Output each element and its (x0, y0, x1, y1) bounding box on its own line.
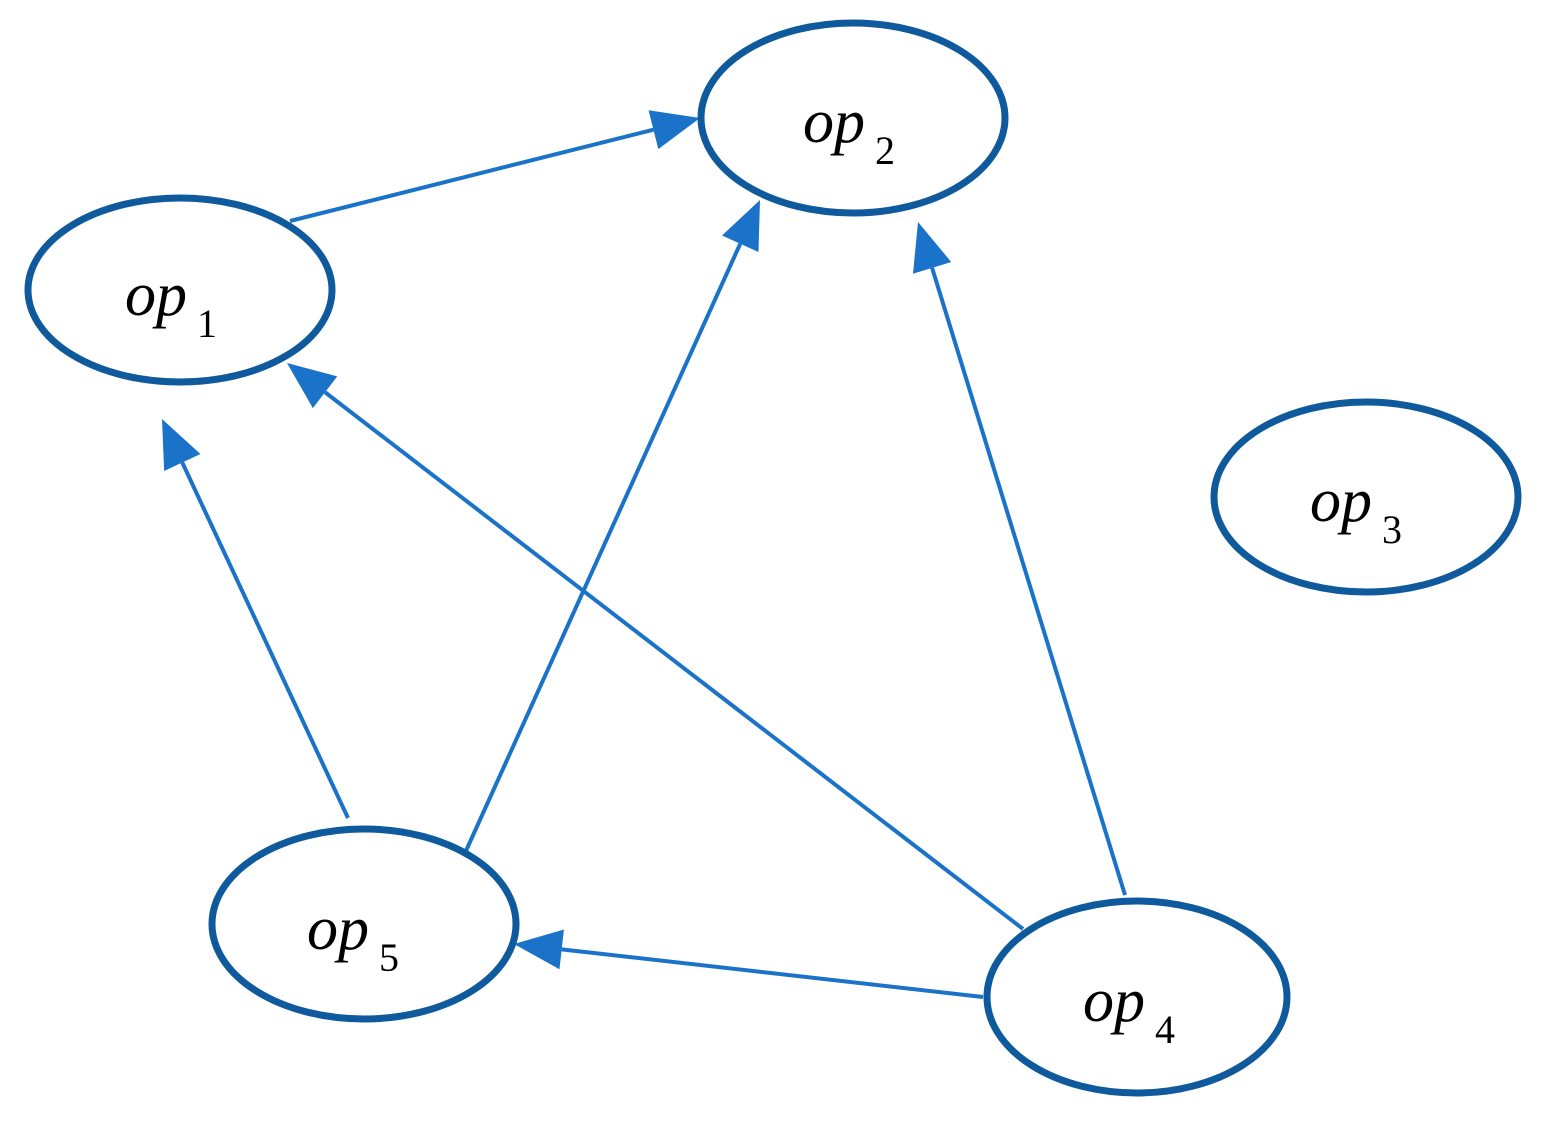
edge-op5-to-op1 (180, 461, 350, 819)
edge-op4-to-op1 (323, 390, 1025, 931)
edge-op5-to-op2 (463, 242, 743, 854)
node-op3-ellipse (1210, 398, 1522, 596)
node-op4-ellipse (983, 897, 1291, 1097)
arrowhead-op4-to-op5 (514, 929, 564, 970)
arrowhead-op4-to-op1 (287, 363, 338, 409)
edge-op4-to-op2 (930, 267, 1127, 896)
edge-op4-to-op5 (561, 947, 984, 999)
node-op5-ellipse (208, 825, 520, 1023)
edge-op1-to-op2 (289, 127, 654, 223)
node-op2-ellipse (697, 19, 1009, 217)
edges (162, 110, 1127, 999)
arrowhead-op5-to-op1 (162, 419, 201, 471)
arrowhead-op1-to-op2 (648, 110, 700, 150)
arrowhead-op4-to-op2 (912, 222, 952, 274)
node-op1-ellipse (24, 194, 336, 386)
arrowhead-op5-to-op2 (722, 200, 760, 252)
